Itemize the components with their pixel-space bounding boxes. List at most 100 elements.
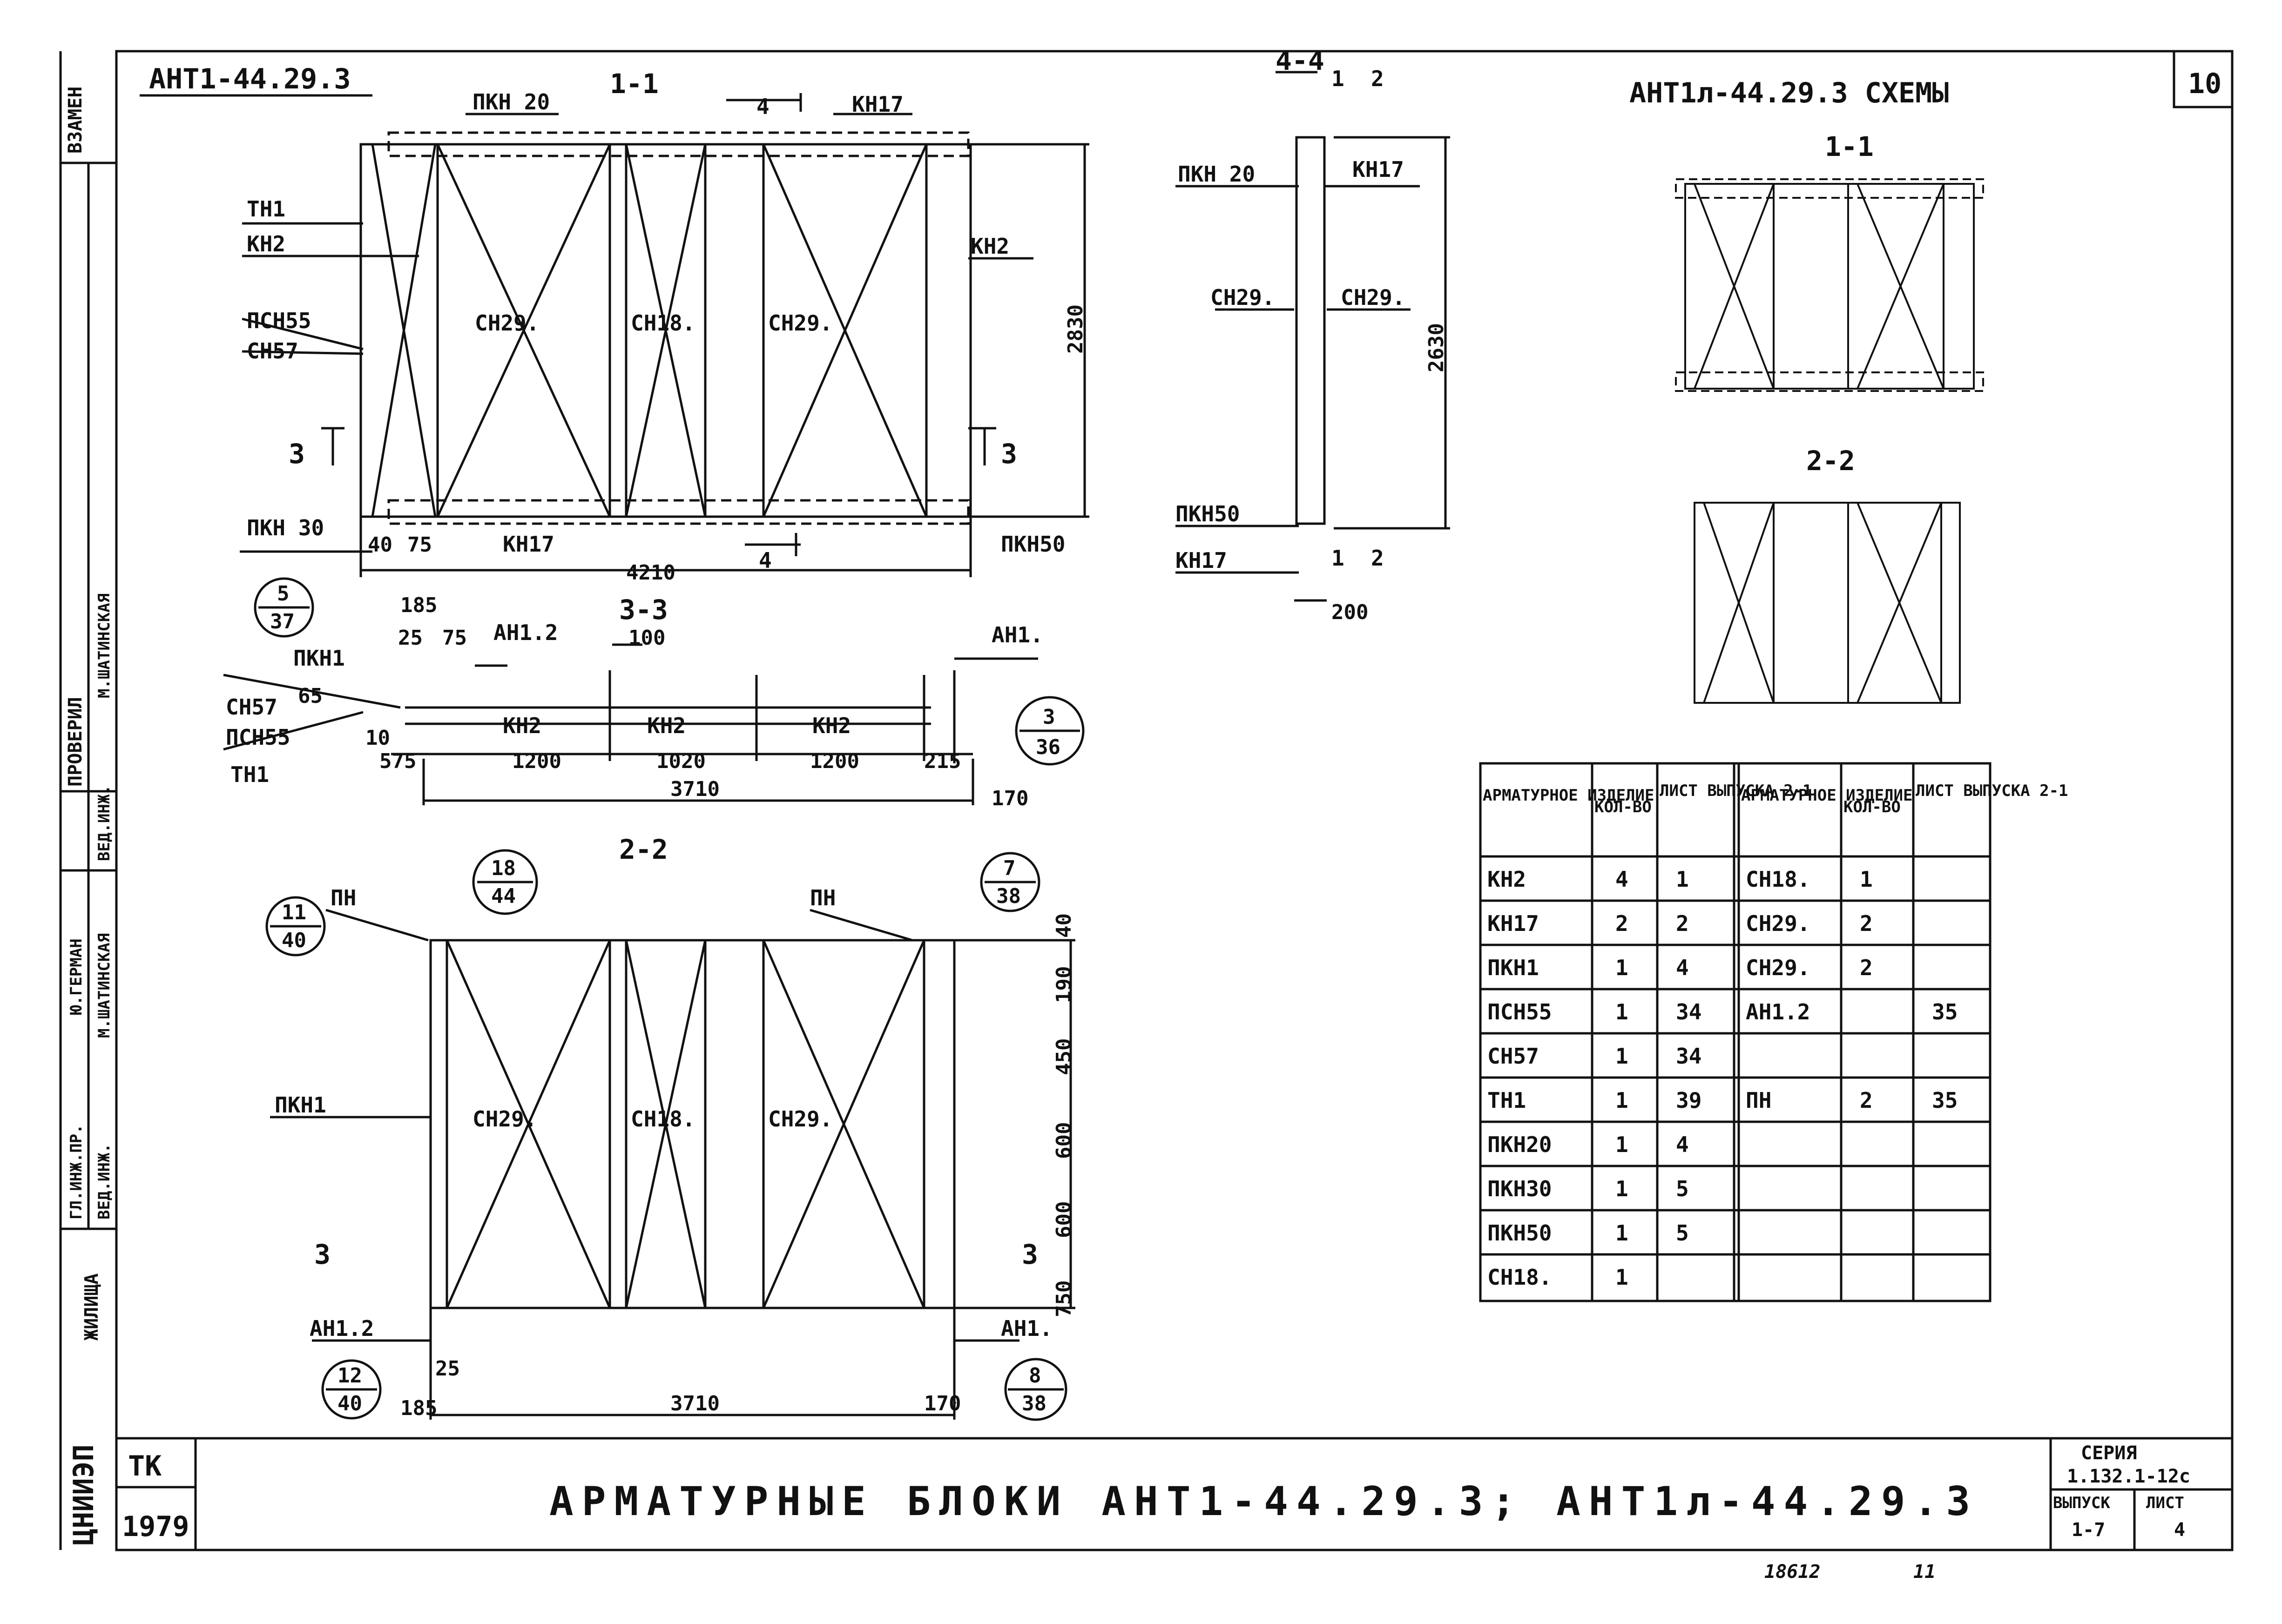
- dim-4210: 4210: [626, 561, 675, 585]
- table-header-item: АРМАТУРНОЕ ИЗДЕЛИЕ: [1483, 786, 1654, 805]
- stamp-name-2: Ю.ГЕРМАН: [67, 938, 86, 1015]
- label-sn18-view22: СН18.: [631, 1106, 695, 1132]
- stamp-org: ЦНИИЭП: [68, 1444, 100, 1545]
- label-kn2-section-2: КН2: [647, 713, 686, 738]
- section-mark-3-view22-left: 3: [314, 1239, 331, 1270]
- dim-185: 185: [400, 593, 437, 617]
- footer-number-1: 18612: [1764, 1561, 1820, 1583]
- table-cell: СН18.: [1487, 1265, 1552, 1290]
- table-grid: [1479, 762, 1992, 1302]
- label-kn17-side: КН17: [1352, 157, 1404, 182]
- label-an1: АН1.: [1001, 1316, 1053, 1341]
- callout-5-top: 5: [277, 582, 290, 606]
- table-cell: 2: [1860, 955, 1873, 980]
- table-header-sheet: ЛИСТ ВЫПУСКА 2-1: [1660, 782, 1812, 800]
- label-sn29-right: СН29.: [768, 310, 832, 336]
- table-cell: 34: [1676, 999, 1701, 1024]
- table-cell: 34: [1676, 1044, 1701, 1069]
- table-cell: СН57: [1487, 1044, 1539, 1069]
- table-cell: 1: [1615, 999, 1628, 1024]
- schemes-title: АНТ1л-44.29.3 СХЕМЫ: [1629, 77, 1949, 109]
- stamp-vzamen: ВЗАМЕН: [65, 87, 86, 154]
- label-pkn50: ПКН50: [1001, 532, 1065, 557]
- callout-12-top: 12: [338, 1364, 362, 1388]
- stamp-role-1: ВЕД.ИНЖ.: [95, 785, 114, 861]
- table-cell: 2: [1676, 911, 1689, 936]
- table-cell: СН29.: [1746, 955, 1810, 980]
- view-3-3-title: 3-3: [619, 594, 668, 626]
- dim-100: 100: [628, 626, 665, 650]
- list-value: 4: [2174, 1519, 2185, 1541]
- dim-600-upper: 600: [1052, 1122, 1076, 1159]
- table-cell: ПН: [1746, 1088, 1771, 1113]
- dim-10: 10: [365, 726, 390, 750]
- table-cell: ПСН55: [1487, 999, 1552, 1024]
- table-cell: ТН1: [1487, 1088, 1526, 1113]
- sheet-number: 10: [2188, 67, 2221, 100]
- dim-2830: 2830: [1064, 304, 1087, 354]
- schemes-drawing: [1675, 178, 1984, 704]
- table-cell: СН18.: [1746, 867, 1810, 892]
- label-sn29-side-left: СН29.: [1210, 285, 1275, 310]
- series-value: 1.132.1-12с: [2067, 1466, 2190, 1487]
- label-tn1-section: ТН1: [230, 762, 269, 787]
- stamp-year: 1979: [122, 1510, 189, 1543]
- view-2-2-drawing: [270, 909, 1075, 1420]
- label-psn55: ПСН55: [247, 308, 311, 333]
- dim-575: 575: [379, 749, 416, 773]
- view-1-1-drawing: [240, 93, 1089, 577]
- dim-185-view22: 185: [400, 1396, 437, 1420]
- dim-750: 750: [1052, 1280, 1076, 1317]
- view-1-1-title: 1-1: [610, 68, 659, 100]
- table-cell: 35: [1932, 1088, 1958, 1113]
- section-mark-4-bottom: 4: [759, 548, 772, 573]
- dim-75-section: 75: [442, 626, 467, 650]
- stamp-tk: ТК: [128, 1450, 162, 1482]
- table-cell: ПКН20: [1487, 1132, 1552, 1157]
- callout-18-bottom: 44: [491, 884, 516, 908]
- label-kn17-bottom: КН17: [503, 532, 554, 557]
- table: АРМАТУРНОЕ ИЗДЕЛИЕ КОЛ-ВО ЛИСТ ВЫПУСКА 2…: [1483, 782, 2068, 1290]
- label-psn55-section: ПСН55: [226, 725, 290, 750]
- table-cell: КН17: [1487, 911, 1539, 936]
- table-cell: АН1.2: [1746, 999, 1810, 1024]
- stamp-org-2: ЖИЛИЩА: [81, 1274, 102, 1341]
- label-pn-right: ПН: [810, 885, 836, 910]
- callout-7-top: 7: [1003, 856, 1016, 880]
- callout-11-bottom: 40: [282, 929, 306, 952]
- table-header-qty-2: КОЛ-ВО: [1843, 798, 1901, 816]
- sheet-frame: [115, 50, 2234, 1551]
- table-cell: 1: [1615, 955, 1628, 980]
- issue-label: ВЫПУСК: [2053, 1494, 2110, 1512]
- label-tn1: ТН1: [247, 196, 285, 222]
- label-sn57: СН57: [247, 338, 298, 364]
- table-cell: 1: [1676, 867, 1689, 892]
- label-sn57-section: СН57: [226, 694, 277, 720]
- label-kn17-side-bottom: КН17: [1175, 548, 1227, 573]
- label-sn29-left: СН29.: [475, 310, 539, 336]
- dim-1200-left: 1200: [512, 749, 561, 773]
- table-cell: 35: [1932, 999, 1958, 1024]
- label-pkn30: ПКН 30: [247, 515, 324, 540]
- label-sn18: СН18.: [631, 310, 695, 336]
- table-header-qty: КОЛ-ВО: [1594, 798, 1652, 816]
- section-mark-3-left: 3: [289, 438, 305, 470]
- table-cell: 4: [1615, 867, 1628, 892]
- label-an12-top: АН1.2: [493, 620, 558, 645]
- dim-2630: 2630: [1425, 323, 1448, 372]
- table-cell: 1: [1615, 1176, 1628, 1201]
- table-cell: 4: [1676, 1132, 1689, 1157]
- section-mark-4-top: 4: [756, 94, 770, 119]
- table-cell: СН29.: [1746, 911, 1810, 936]
- section-mark-2-bottom: 2: [1371, 546, 1384, 571]
- dim-40: 40: [368, 533, 392, 557]
- table-cell: 5: [1676, 1220, 1689, 1246]
- label-sn29-view22-right: СН29.: [768, 1106, 832, 1132]
- dim-200: 200: [1331, 600, 1368, 624]
- callout-18-top: 18: [491, 856, 516, 880]
- dim-1200-right: 1200: [810, 749, 859, 773]
- label-sn29-side-right: СН29.: [1341, 285, 1405, 310]
- dim-170-section: 170: [992, 787, 1028, 810]
